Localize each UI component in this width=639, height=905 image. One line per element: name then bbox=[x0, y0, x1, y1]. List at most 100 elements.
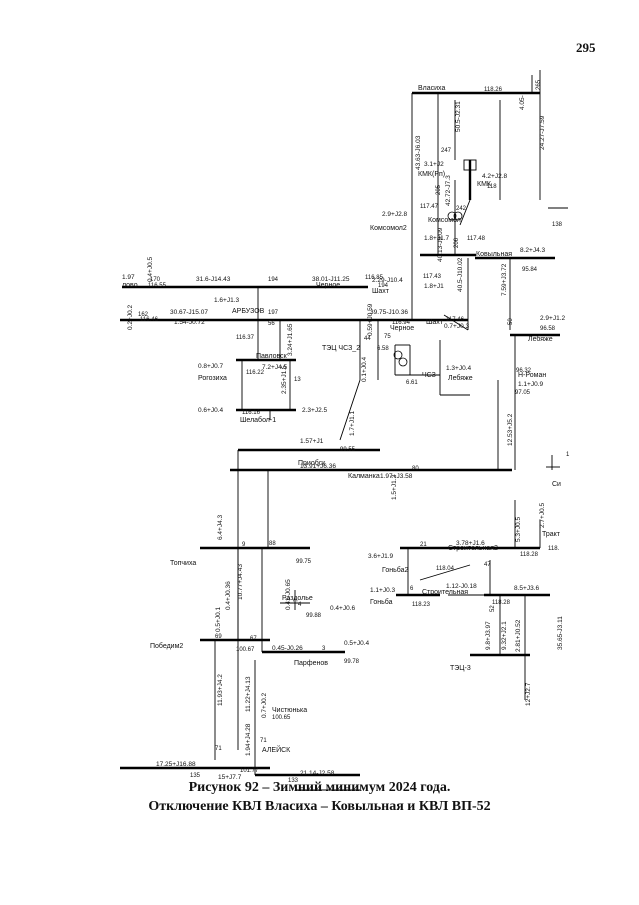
voltage-gonba: 118.23 bbox=[412, 602, 431, 608]
flow-64: 0.7+J0.2 bbox=[261, 692, 268, 718]
node-shakh-2: Шахт bbox=[426, 319, 444, 326]
flow-3: 50.5-J2.31 bbox=[455, 101, 462, 132]
flow-13: 0.4+J0.5 bbox=[147, 256, 154, 282]
branch-80: 80 bbox=[412, 466, 419, 472]
flow-28: 0.59+J0.59 bbox=[367, 303, 374, 336]
node-gonba2: Гоньба2 bbox=[382, 566, 408, 574]
branch-162: 162 bbox=[138, 312, 149, 318]
flow-17: 1.8+J1 bbox=[424, 283, 444, 290]
node-lebyazhe: Лебяже bbox=[528, 335, 553, 343]
voltage-lebyazhe: 96.58 bbox=[540, 326, 556, 332]
flow-32: 0.1+J0.4 bbox=[361, 356, 368, 382]
flow-2: 43.63-J6.03 bbox=[415, 135, 422, 170]
flow-35: 0.6+J0.4 bbox=[198, 407, 224, 414]
node-chernoe-2: Черное bbox=[390, 325, 414, 332]
branch-205: 205 bbox=[436, 184, 442, 195]
node-kovylnaya: Ковыльная bbox=[476, 251, 512, 258]
flow-66: 1.94+J4.28 bbox=[245, 723, 252, 756]
generator-chsz2-icon bbox=[398, 357, 408, 367]
branch-194: 194 bbox=[268, 277, 279, 283]
voltage-stroit: 118.28 bbox=[520, 552, 539, 558]
flow-48: 10.77+J4.43 bbox=[237, 564, 244, 600]
flow-54: 0.5+J0.1 bbox=[215, 606, 222, 632]
node-chernoe: Черное bbox=[316, 282, 340, 289]
node-labels: Власиха КМК КМК(Рп) Комсомол Комсомол2 К… bbox=[122, 85, 561, 754]
branch-9: 9 bbox=[242, 542, 246, 548]
node-lebyazhe-2: Лебяже bbox=[448, 374, 473, 382]
flow-47: 3.6+J1.9 bbox=[368, 553, 394, 560]
branch-4: 4 bbox=[298, 602, 302, 608]
branch-206: 206 bbox=[454, 237, 460, 248]
node-kmk-rp: КМК(Рп) bbox=[418, 171, 445, 178]
node-gonba: Гоньба bbox=[370, 598, 393, 606]
flow-68: 15+J7.7 bbox=[218, 774, 242, 781]
flow-12: 1.97 bbox=[122, 274, 135, 281]
voltage-arbuzov: 116.37 bbox=[236, 335, 255, 341]
flow-7: 42.72-J7.3 bbox=[445, 175, 452, 206]
node-n-roman: Н-Роман bbox=[518, 372, 546, 379]
flow-33: 1.3+J0.4 bbox=[446, 365, 472, 372]
node-komsomol: Комсомол bbox=[428, 217, 461, 224]
flow-50: 0.4+J0.6 bbox=[330, 605, 356, 612]
voltage-shakh-2: 117.46 bbox=[446, 317, 465, 323]
branch-6: 6 bbox=[410, 586, 414, 592]
voltage-vlasikha: 118.26 bbox=[484, 87, 503, 93]
flow-59: 9.32+J2.1 bbox=[501, 621, 508, 650]
transformer-komsomol-icon bbox=[447, 211, 457, 221]
node-pavlovsk: Павловск bbox=[256, 353, 288, 360]
flow-31: 2.35+J1.5 bbox=[281, 365, 288, 394]
branch-ids: 265 247 242 205 206 194 194 170 162 197 … bbox=[138, 79, 570, 779]
branch-71: 71 bbox=[215, 746, 222, 752]
flow-15: 38.01-J11.25 bbox=[312, 276, 350, 283]
node-shakh: Шахт bbox=[372, 288, 390, 295]
flow-57: 0.5+J0.4 bbox=[344, 640, 370, 647]
node-priobsk: Приобск bbox=[298, 459, 326, 467]
branch-247: 247 bbox=[441, 148, 452, 154]
branch-1: 1 bbox=[566, 452, 570, 458]
flow-5: 3.1+J2 bbox=[424, 161, 444, 168]
voltage-rogoz: 116.22 bbox=[246, 370, 265, 376]
voltage-nroman: 97.05 bbox=[515, 390, 531, 396]
flow-4: 24.27-J7.59 bbox=[539, 115, 546, 150]
node-parfenov: Парфенов bbox=[294, 660, 328, 667]
voltage-shakh: 117.43 bbox=[423, 274, 442, 280]
flow-27: 3.24+J1.65 bbox=[287, 323, 294, 356]
voltage-priobsk: 99.55 bbox=[340, 447, 356, 453]
flow-67: 17.25+J16.88 bbox=[156, 761, 196, 768]
node-tets-chsz2: ТЭЦ ЧСЗ_2 bbox=[322, 345, 360, 352]
voltage-trakt: 118. bbox=[548, 546, 560, 552]
flow-11: 8.2+J4.3 bbox=[520, 247, 546, 254]
node-razdolye: Раздолье bbox=[282, 595, 313, 602]
node-voltages: 118.26 118 117.47 117.48 95.84 116.85 11… bbox=[140, 87, 563, 784]
voltage-chist: 100.65 bbox=[272, 715, 291, 721]
flow-36: 2.3+J2.5 bbox=[302, 407, 328, 414]
flow-52: 1.12-J0.18 bbox=[446, 583, 477, 590]
flow-34: 1.1+J0.9 bbox=[518, 381, 544, 388]
flow-29: 0.8+J0.7 bbox=[198, 363, 224, 370]
flow-60: 2.81+J0.52 bbox=[515, 619, 522, 652]
flow-23: 39.75-J10.36 bbox=[370, 309, 408, 316]
branch-194b: 194 bbox=[378, 283, 389, 289]
voltage-kovyl-2: 95.84 bbox=[522, 267, 538, 273]
symbols bbox=[393, 159, 477, 367]
branch-135: 135 bbox=[190, 773, 201, 779]
voltage-chsz-2: 6.58 bbox=[377, 346, 389, 352]
flow-65: 12+J2.7 bbox=[525, 682, 532, 706]
node-arbuzov: АРБУЗОВ bbox=[232, 308, 265, 315]
generator-chsz-icon bbox=[393, 350, 403, 360]
lines bbox=[214, 70, 568, 791]
branch-170: 170 bbox=[150, 277, 161, 283]
node-rogozikha: Рогозиха bbox=[198, 375, 227, 382]
flow-51: 1.1+J0.3 bbox=[370, 587, 396, 594]
flow-56: 0.45-J0.26 bbox=[272, 645, 303, 652]
flow-61: 35.65-J3.11 bbox=[557, 616, 564, 650]
flow-1: 4.05- bbox=[519, 95, 526, 110]
node-komsomol2: Комсомол2 bbox=[370, 225, 407, 232]
flow-53: 8.5+J3.6 bbox=[514, 585, 540, 592]
flow-19: 7.59+J3.72 bbox=[501, 263, 508, 296]
branch-197: 197 bbox=[268, 310, 279, 316]
voltage-komsomol: 117.47 bbox=[420, 204, 439, 210]
branch-50: 50 bbox=[508, 318, 514, 325]
flow-39: 1.7+J1.1 bbox=[349, 410, 356, 436]
